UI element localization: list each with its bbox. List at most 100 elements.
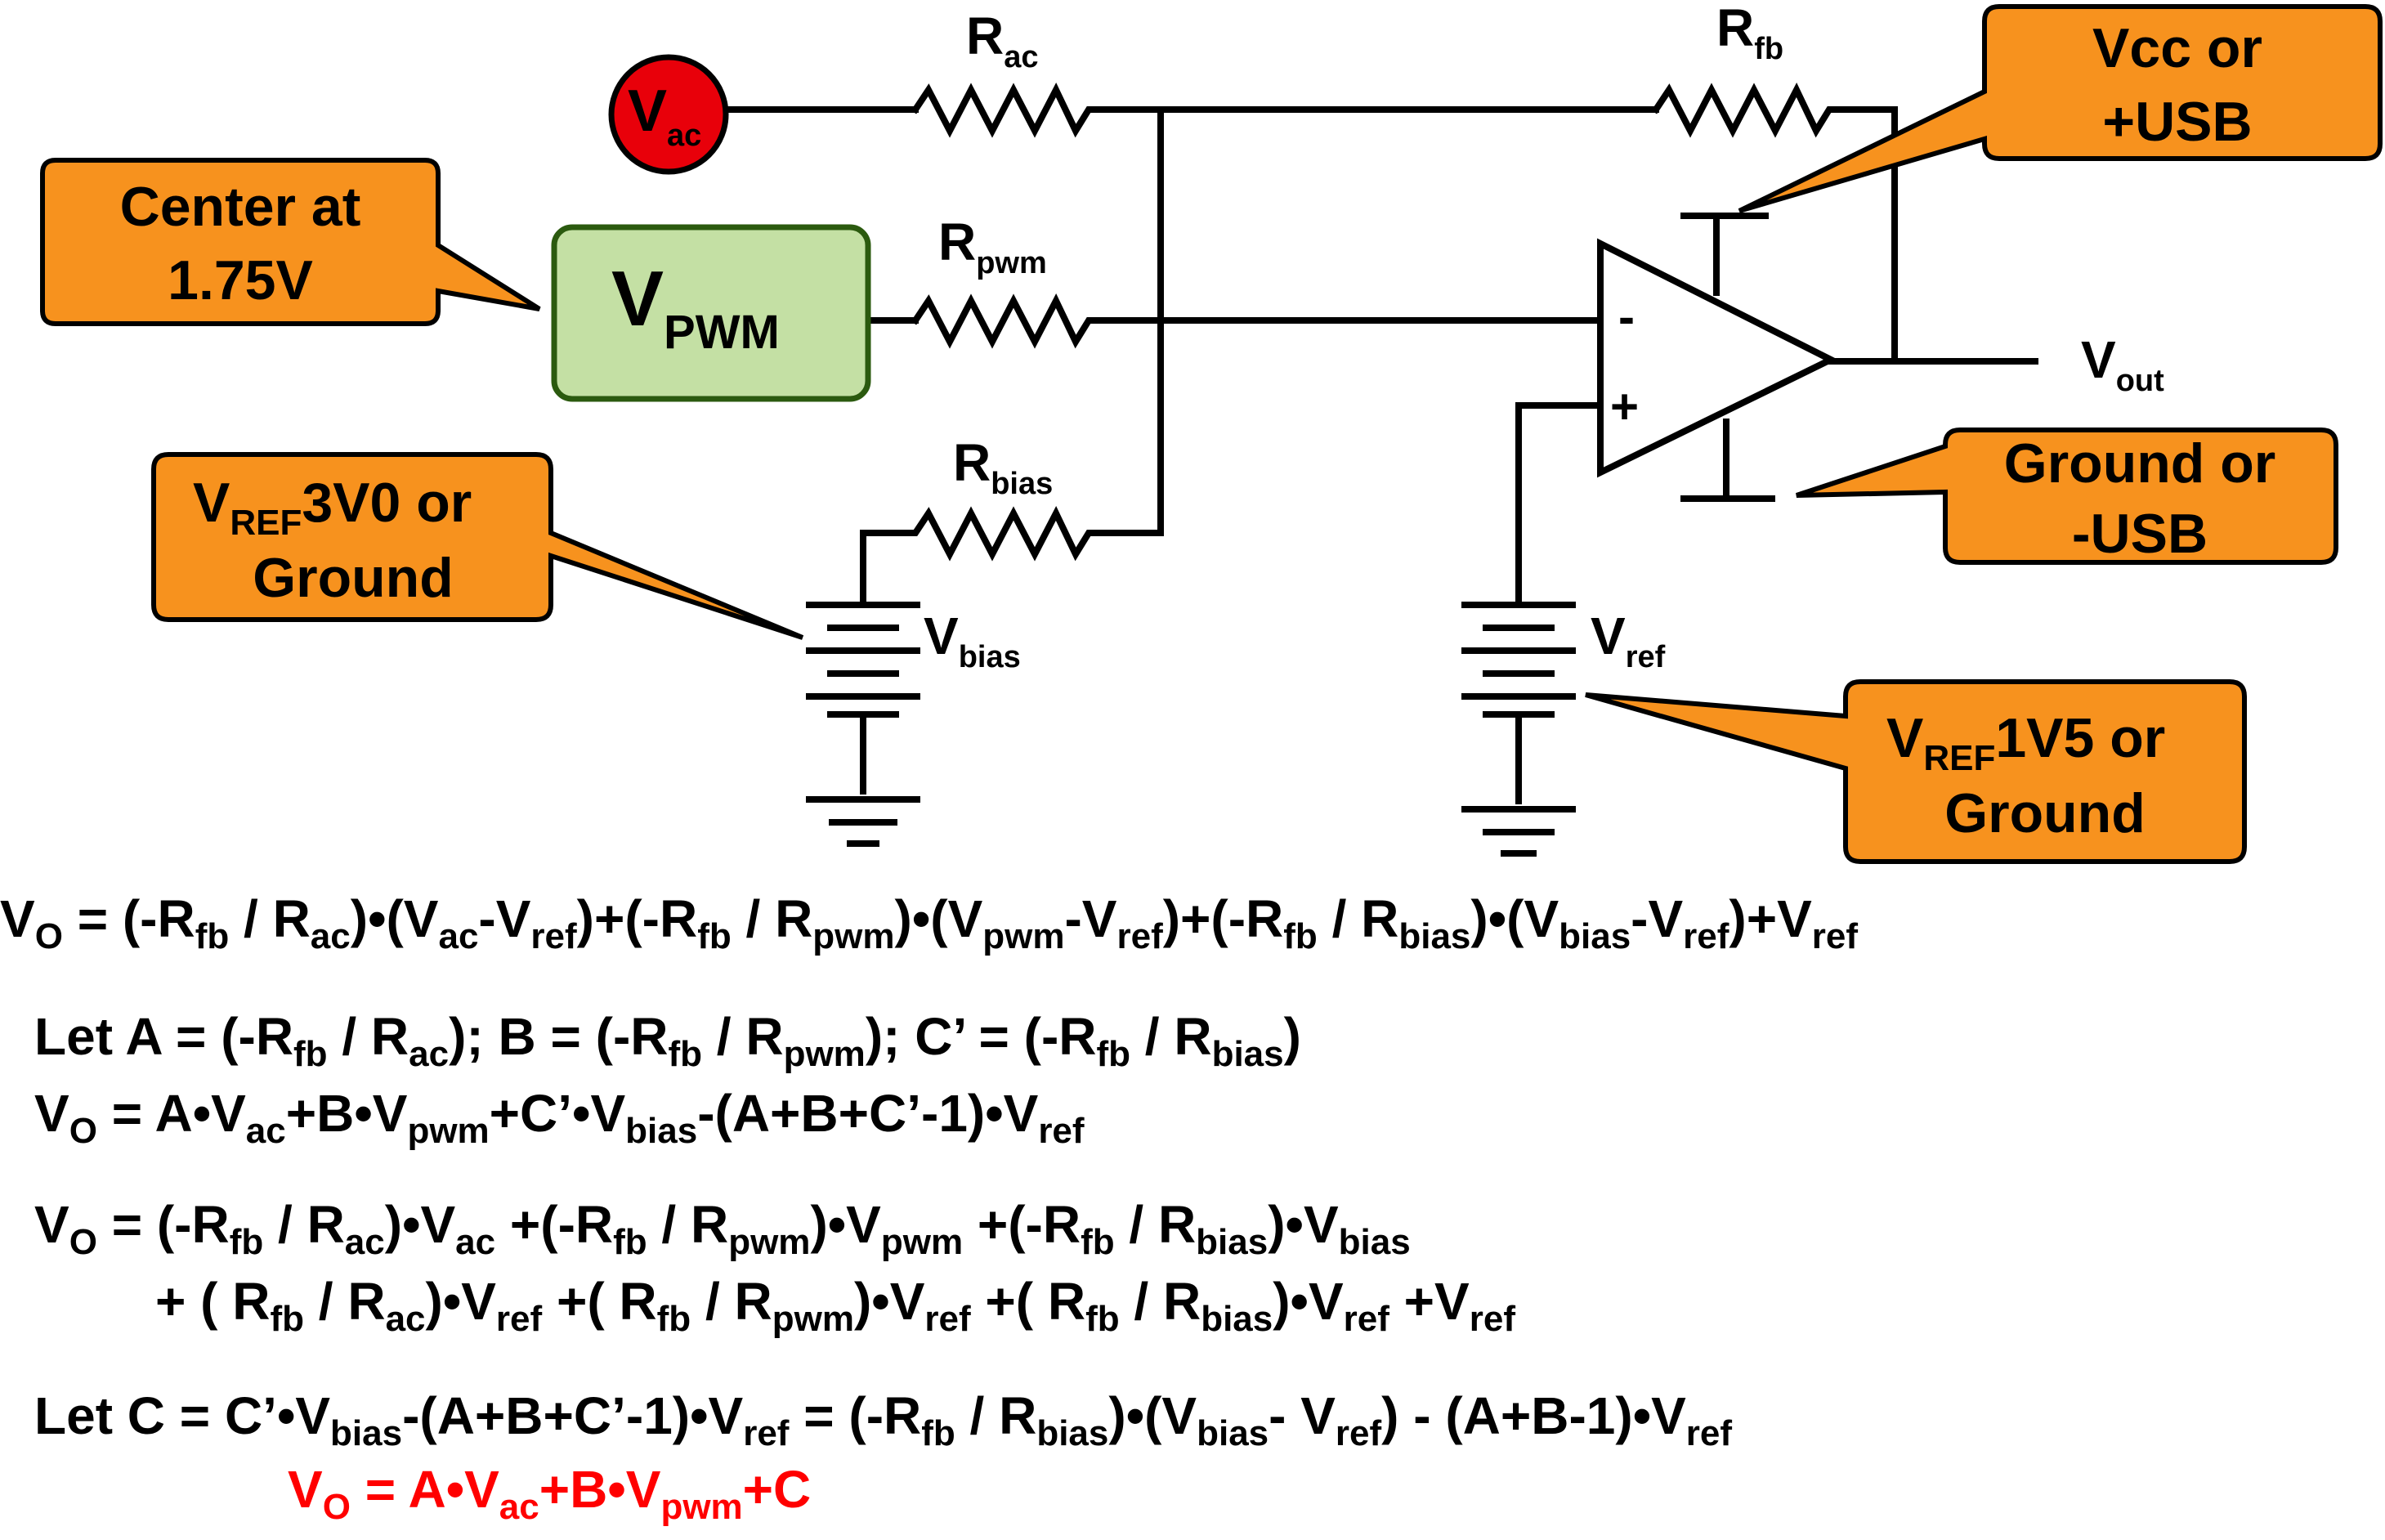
equation-subscript: bias bbox=[1211, 1034, 1284, 1074]
equation-text: )•V bbox=[853, 1272, 925, 1331]
vac-label: Vac bbox=[628, 78, 701, 153]
equation-subscript: fb bbox=[1085, 1299, 1120, 1339]
ground-vref-symbol bbox=[1461, 806, 1576, 857]
opamp-symbol bbox=[1597, 238, 1838, 478]
equation-text: / R bbox=[691, 1272, 772, 1331]
battery-vref-symbol bbox=[1461, 602, 1576, 804]
equation-subscript: ref bbox=[530, 916, 577, 956]
callout-vref-3v0-line2: Ground bbox=[253, 547, 454, 609]
equation-subscript: pwm bbox=[772, 1299, 854, 1339]
equation-subscript: ref bbox=[924, 1299, 971, 1339]
equation-subscript: ref bbox=[1335, 1413, 1382, 1453]
equation-text: +( R bbox=[542, 1272, 657, 1331]
equation-subscript: fb bbox=[656, 1299, 691, 1339]
equation-subscript: ref bbox=[1038, 1111, 1085, 1151]
vpwm-label: VPWM bbox=[611, 255, 780, 359]
equation-subscript: ac bbox=[438, 916, 479, 956]
equation-text: )•V bbox=[810, 1195, 881, 1254]
equation-text: )•(V bbox=[350, 889, 439, 948]
equation-text: )•(V bbox=[1470, 889, 1559, 948]
equation-text: / R bbox=[1317, 889, 1399, 948]
equation-text: Let A = (-R bbox=[34, 1007, 294, 1066]
equation-text: )•V bbox=[1273, 1272, 1344, 1331]
rbias-label: Rbias bbox=[953, 433, 1053, 501]
equation-subscript: fb bbox=[1096, 1034, 1130, 1074]
equation-vo-expanded-1: VO = (-Rfb / Rac)•Vac +(-Rfb / Rpwm)•Vpw… bbox=[34, 1195, 1411, 1260]
equation-text: )+(-R bbox=[1162, 889, 1284, 948]
equation-subscript: ac bbox=[245, 1111, 286, 1151]
equation-text: -(A+B+C’-1)•V bbox=[697, 1084, 1039, 1143]
equation-text: / R bbox=[731, 889, 813, 948]
equation-subscript: ref bbox=[743, 1413, 790, 1453]
equation-subscript: fb bbox=[229, 1222, 264, 1262]
callout-center-line2: 1.75V bbox=[168, 249, 313, 311]
equation-text: / R bbox=[1119, 1272, 1201, 1331]
callout-vref-3v0-line1: VREF3V0 or bbox=[193, 472, 472, 543]
ground-vbias-symbol bbox=[806, 796, 920, 847]
equation-subscript: pwm bbox=[982, 916, 1065, 956]
equation-subscript: ref bbox=[495, 1299, 543, 1339]
equation-text: / R bbox=[327, 1007, 409, 1066]
resistor-rbias-symbol bbox=[860, 506, 1164, 603]
equation-text: / R bbox=[1130, 1007, 1212, 1066]
callout-ground-usb-line2: -USB bbox=[2072, 503, 2208, 565]
equation-text: V bbox=[288, 1460, 323, 1519]
equation-text: )+V bbox=[1729, 889, 1812, 948]
equation-subscript: O bbox=[34, 916, 63, 956]
equation-text: -V bbox=[1064, 889, 1117, 948]
equation-text: / R bbox=[955, 1386, 1037, 1445]
equation-subscript: pwm bbox=[812, 916, 895, 956]
opamp-plus-label: + bbox=[1610, 379, 1639, 434]
equation-subscript: bias bbox=[1036, 1413, 1109, 1453]
equation-text: / R bbox=[702, 1007, 784, 1066]
equation-subscript: ref bbox=[1116, 916, 1163, 956]
rpwm-label: Rpwm bbox=[938, 213, 1047, 280]
equation-text: )•V bbox=[1268, 1195, 1339, 1254]
equation-subscript: fb bbox=[1283, 916, 1318, 956]
callout-ground-usb-line1: Ground or bbox=[2004, 432, 2275, 495]
equation-text: / R bbox=[647, 1195, 729, 1254]
equation-text: )•V bbox=[384, 1195, 456, 1254]
equation-text: +V bbox=[1389, 1272, 1470, 1331]
equation-subscript: fb bbox=[668, 1034, 703, 1074]
equation-text: ); C’ = (-R bbox=[865, 1007, 1097, 1066]
resistor-rpwm-symbol bbox=[911, 293, 1604, 349]
equation-text: +(-R bbox=[495, 1195, 614, 1254]
equation-text: / R bbox=[263, 1195, 345, 1254]
equation-text: V bbox=[34, 1084, 69, 1143]
callout-vcc-line1: Vcc or bbox=[2092, 17, 2262, 79]
equation-text: +C’•V bbox=[489, 1084, 626, 1143]
equation-subscript: O bbox=[69, 1222, 97, 1262]
equation-text: - V bbox=[1269, 1386, 1336, 1445]
equation-subscript: ac bbox=[409, 1034, 450, 1074]
callout-center-line1: Center at bbox=[120, 176, 361, 238]
equation-subscript: bias bbox=[330, 1413, 403, 1453]
equation-text: = A•V bbox=[350, 1460, 499, 1519]
wire-vref bbox=[1515, 402, 1604, 603]
equation-text: / R bbox=[229, 889, 311, 948]
equation-subscript: ac bbox=[385, 1299, 426, 1339]
equation-subscript: pwm bbox=[880, 1222, 964, 1262]
equation-subscript: bias bbox=[1196, 1222, 1269, 1262]
equation-subscript: ac bbox=[499, 1487, 539, 1527]
equation-subscript: pwm bbox=[660, 1487, 743, 1527]
equation-text: -V bbox=[1631, 889, 1684, 948]
equation-subscript: fb bbox=[697, 916, 732, 956]
equation-text: -V bbox=[478, 889, 531, 948]
equation-text: )+(-R bbox=[576, 889, 698, 948]
equation-subscript: bias bbox=[1201, 1299, 1273, 1339]
equation-text: = (-R bbox=[62, 889, 195, 948]
equation-let-abc: Let A = (-Rfb / Rac); B = (-Rfb / Rpwm);… bbox=[34, 1007, 1301, 1072]
equation-subscript: bias bbox=[625, 1111, 698, 1151]
callout-vref-1v5-line1: VREF1V5 or bbox=[1886, 707, 2165, 778]
resistor-rac-symbol bbox=[911, 83, 1164, 138]
equation-subscript: ac bbox=[455, 1222, 496, 1262]
vref-label: Vref bbox=[1591, 607, 1666, 674]
equation-subscript: fb bbox=[613, 1222, 647, 1262]
equation-vo-expanded-2: + ( Rfb / Rac)•Vref +( Rfb / Rpwm)•Vref … bbox=[155, 1275, 1515, 1337]
equation-text: ) - (A+B-1)•V bbox=[1381, 1386, 1686, 1445]
callout-vref-3v0: VREF3V0 or Ground bbox=[151, 452, 804, 640]
equation-subscript: fb bbox=[921, 1413, 955, 1453]
equation-text: = (-R bbox=[789, 1386, 922, 1445]
equation-text: +B•V bbox=[539, 1460, 661, 1519]
